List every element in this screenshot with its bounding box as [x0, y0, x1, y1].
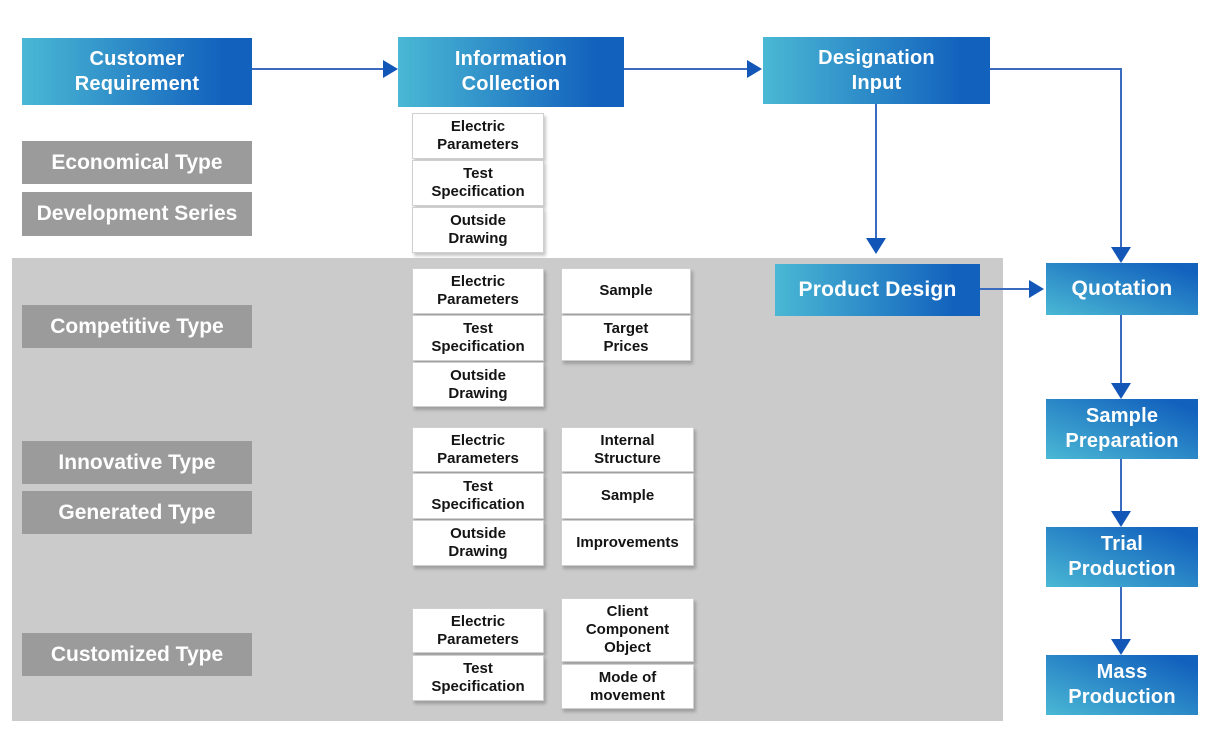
info-box-innovative-test-specification: Test Specification [412, 473, 544, 519]
info-box-innovative-outside-drawing: Outside Drawing [412, 520, 544, 566]
arrowhead-into-quotation-top [1111, 247, 1131, 263]
info-box-customized-mode-of-movement: Mode of movement [561, 664, 694, 709]
arrowhead-information-to-designation [747, 60, 762, 78]
arrowhead-into-sample-preparation [1111, 383, 1131, 399]
flow-box-customer-requirement: Customer Requirement [22, 38, 252, 105]
info-box-customized-test-specification: Test Specification [412, 655, 544, 701]
type-label-generated: Generated Type [22, 491, 252, 534]
type-label-competitive: Competitive Type [22, 305, 252, 348]
info-box-innovative-sample: Sample [561, 473, 694, 519]
info-box-customized-electric-parameters: Electric Parameters [412, 608, 544, 653]
flow-box-quotation: Quotation [1046, 263, 1198, 315]
info-box-competitive-electric-parameters: Electric Parameters [412, 268, 544, 314]
type-label-customized: Customized Type [22, 633, 252, 676]
flow-box-sample-preparation: Sample Preparation [1046, 399, 1198, 459]
flow-box-mass-production: Mass Production [1046, 655, 1198, 715]
info-box-competitive-target-prices: Target Prices [561, 315, 691, 361]
flow-box-information-collection: Information Collection [398, 37, 624, 107]
connector-quotation-to-sample-preparation [1120, 315, 1122, 384]
arrowhead-product-design-to-quotation [1029, 280, 1044, 298]
info-box-competitive-outside-drawing: Outside Drawing [412, 362, 544, 407]
connector-information-to-designation [624, 68, 748, 70]
arrowhead-customer-to-information [383, 60, 398, 78]
connector-designation-to-product-design [875, 104, 877, 238]
type-label-development-series: Development Series [22, 192, 252, 236]
info-box-competitive-sample: Sample [561, 268, 691, 314]
info-box-innovative-electric-parameters: Electric Parameters [412, 427, 544, 472]
info-box-top-test-specification: Test Specification [412, 160, 544, 206]
info-box-innovative-improvements: Improvements [561, 520, 694, 566]
flow-box-trial-production: Trial Production [1046, 527, 1198, 587]
arrowhead-into-mass-production [1111, 639, 1131, 655]
info-box-customized-client-component-object: Client Component Object [561, 598, 694, 662]
connector-product-design-to-quotation [980, 288, 1030, 290]
info-box-top-outside-drawing: Outside Drawing [412, 207, 544, 253]
info-box-top-electric-parameters: Electric Parameters [412, 113, 544, 159]
connector-trial-production-to-mass-production [1120, 587, 1122, 640]
info-box-innovative-internal-structure: Internal Structure [561, 427, 694, 472]
flow-box-designation-input: Designation Input [763, 37, 990, 104]
connector-designation-to-quotation-horizontal [990, 68, 1122, 70]
arrowhead-into-product-design [866, 238, 886, 254]
type-label-economical: Economical Type [22, 141, 252, 184]
info-box-competitive-test-specification: Test Specification [412, 315, 544, 361]
connector-customer-to-information [252, 68, 386, 70]
flow-box-product-design: Product Design [775, 264, 980, 316]
connector-designation-to-quotation-vertical [1120, 68, 1122, 248]
type-label-innovative: Innovative Type [22, 441, 252, 484]
connector-sample-preparation-to-trial-production [1120, 459, 1122, 512]
arrowhead-into-trial-production [1111, 511, 1131, 527]
